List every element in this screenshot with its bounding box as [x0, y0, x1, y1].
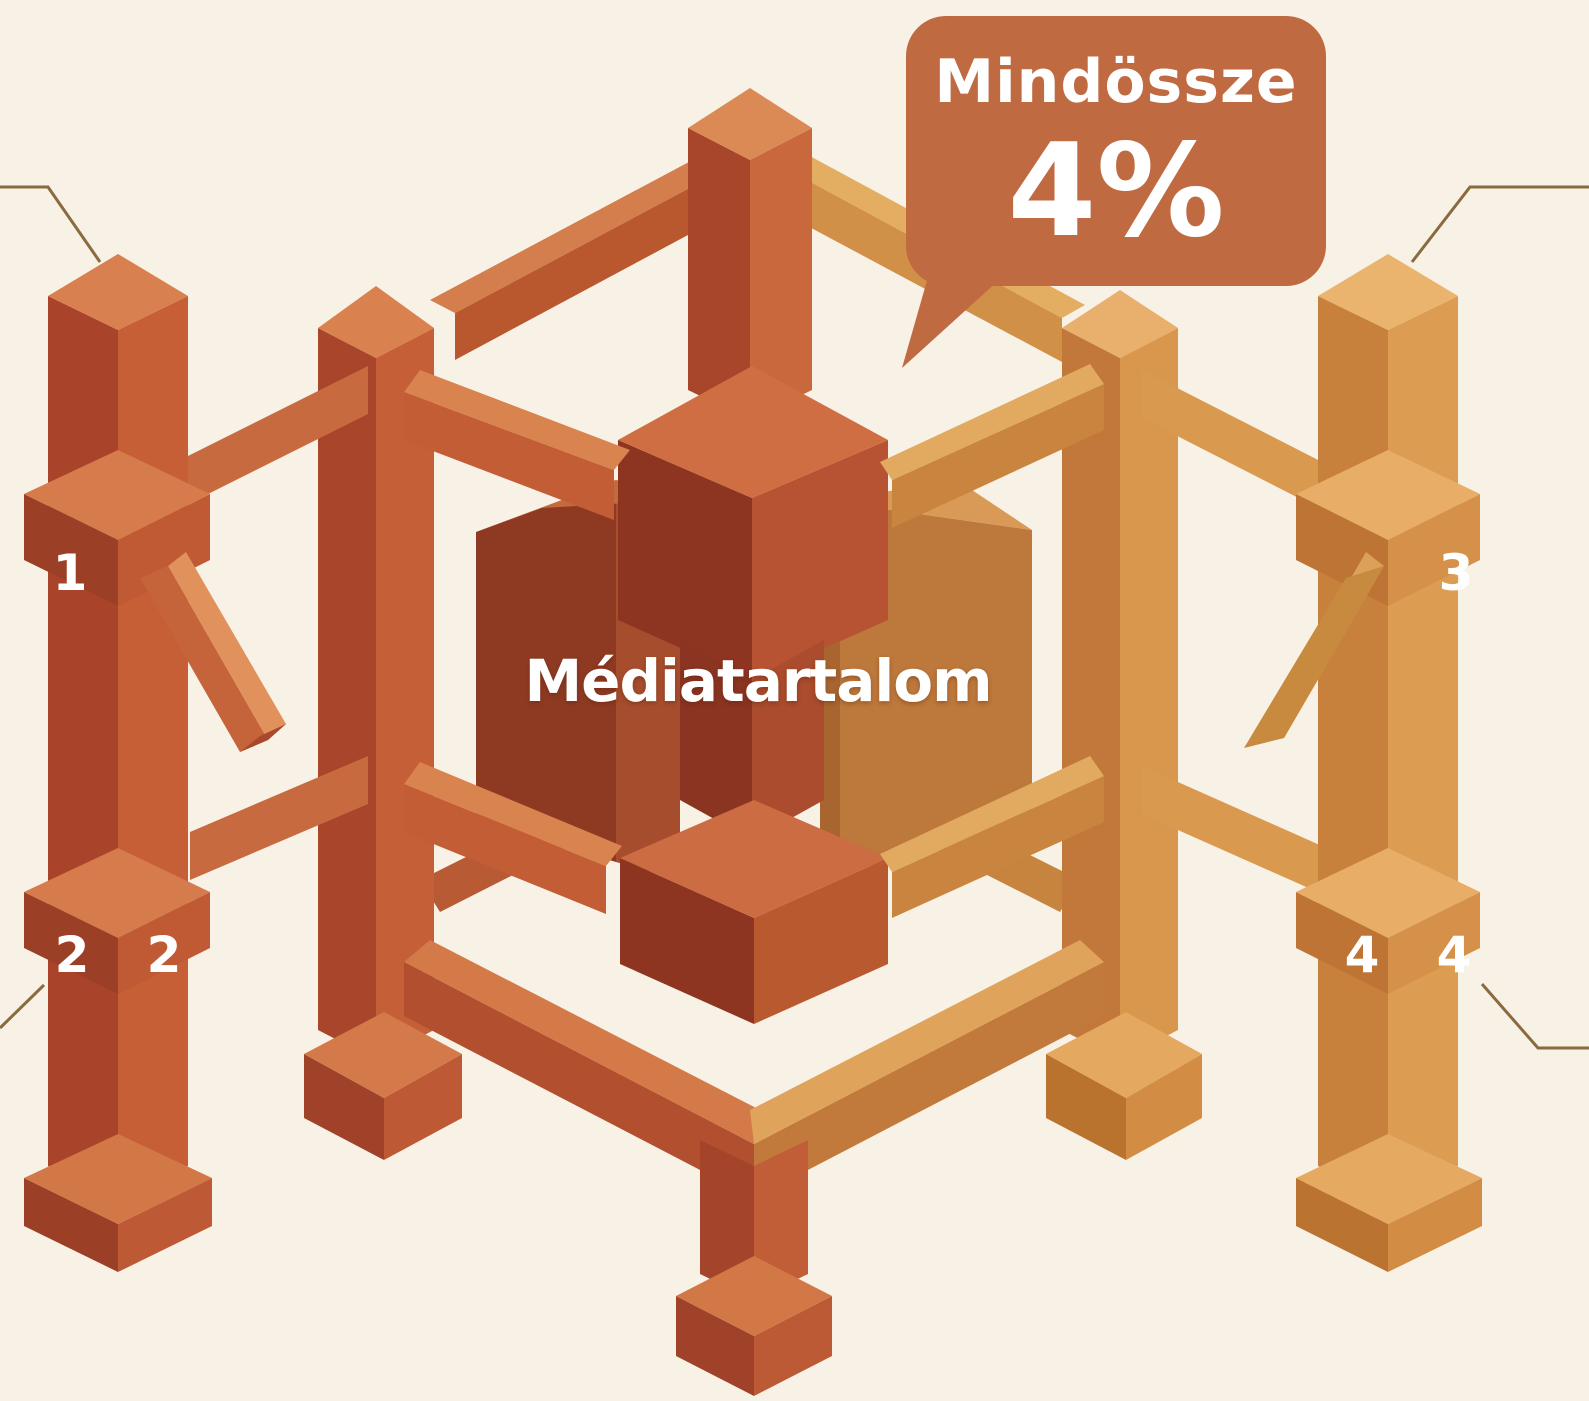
post-label-2b: 2 — [146, 926, 182, 984]
post-label-4b: 4 — [1436, 926, 1472, 984]
connector-line-left-upper — [0, 185, 102, 263]
callout-label: Mindössze — [934, 47, 1298, 117]
callout-value: 4% — [1007, 117, 1225, 266]
post-outer-right — [1142, 254, 1482, 1272]
beam-front-bottom-left — [404, 940, 760, 1198]
center-label: Médiatartalom — [524, 647, 992, 715]
beam-inner-lower-right — [880, 756, 1104, 918]
post-front-right-middle — [1046, 290, 1202, 1160]
beam-front-bottom-right — [750, 940, 1104, 1198]
connector-line-right-lower — [1480, 983, 1589, 1050]
post-label-1: 1 — [52, 544, 88, 602]
back-center-post — [688, 88, 812, 420]
back-beam-left — [430, 147, 742, 360]
connector-line-right-upper — [1410, 185, 1589, 263]
post-front-bottom-center — [676, 1140, 832, 1396]
content-cube-top — [618, 366, 888, 680]
beam-inner-upper-left — [404, 370, 630, 520]
beam-inner-lower-left — [404, 762, 622, 914]
content-shaft — [680, 640, 824, 840]
post-label-4a: 4 — [1344, 926, 1380, 984]
post-label-3: 3 — [1438, 544, 1474, 602]
post-front-left-middle — [304, 286, 462, 1160]
callout-pointer — [902, 270, 1010, 368]
content-cube-bottom — [620, 800, 888, 1024]
beam-inner-upper-right — [880, 364, 1104, 528]
percentage-callout: Mindössze 4% — [906, 16, 1326, 286]
connector-line-left-lower — [0, 983, 46, 1030]
post-outer-left — [24, 254, 368, 1272]
post-label-2a: 2 — [54, 926, 90, 984]
